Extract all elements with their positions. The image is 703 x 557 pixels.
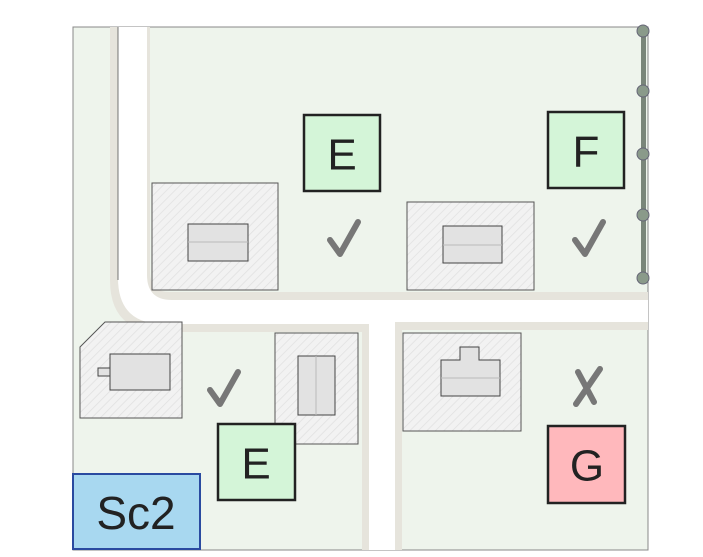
house-icon — [440, 346, 501, 397]
house-icon — [109, 353, 171, 391]
svg-text:E: E — [241, 440, 270, 489]
check-icon — [207, 369, 241, 407]
plot-boundary — [151, 182, 279, 291]
cross-icon — [573, 366, 603, 407]
check-icon — [572, 219, 606, 257]
svg-text:Sc2: Sc2 — [96, 487, 175, 539]
svg-text:E: E — [327, 131, 356, 180]
rating-badge: G — [546, 424, 627, 505]
rating-badge: E — [216, 422, 297, 502]
rating-badge: E — [302, 113, 382, 193]
svg-text:F: F — [573, 128, 600, 177]
tree-icon — [636, 24, 650, 285]
road — [110, 27, 648, 550]
rating-badge: F — [546, 110, 626, 190]
svg-text:G: G — [570, 442, 604, 491]
scenario-label: Sc2 — [72, 473, 201, 550]
check-icon — [327, 219, 361, 257]
